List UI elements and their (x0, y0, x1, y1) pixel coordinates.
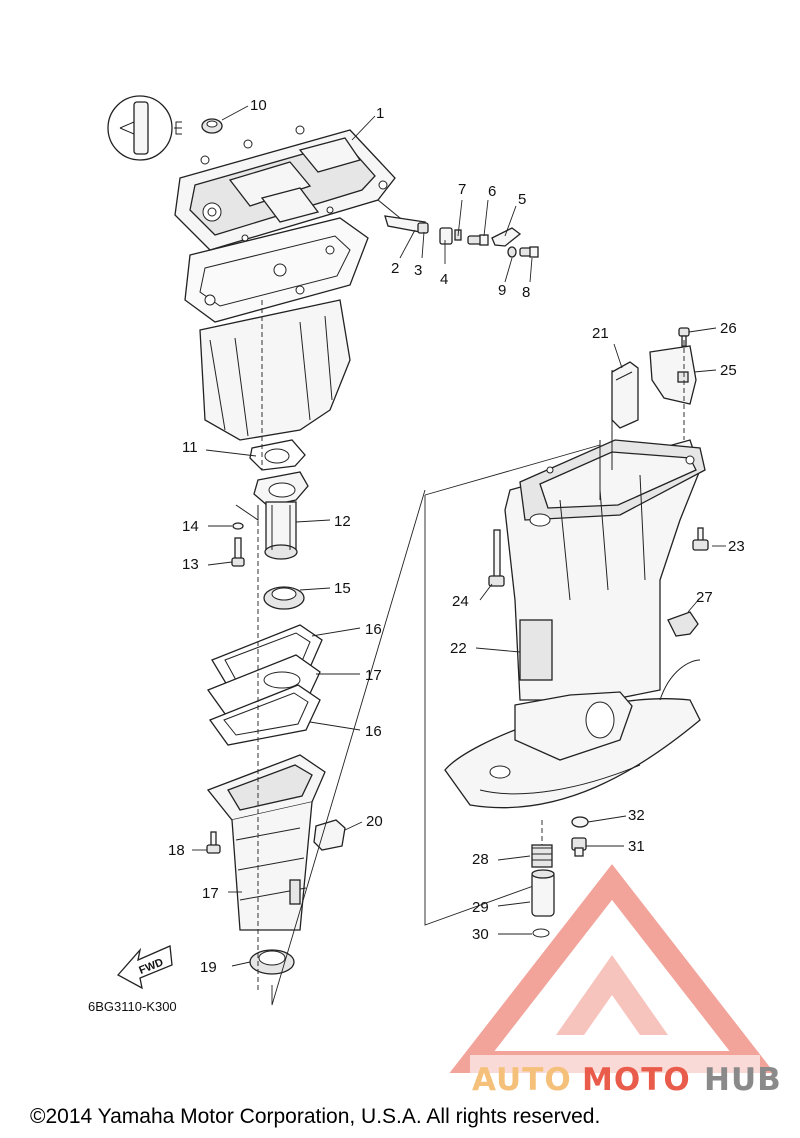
callout-3: 3 (414, 262, 422, 279)
copyright-notice: ©2014 Yamaha Motor Corporation, U.S.A. A… (30, 1105, 600, 1128)
watermark-logo: AUTO MOTO HUB (449, 864, 782, 1098)
fwd-direction-arrow: FWD (116, 945, 173, 990)
callout-17: 17 (365, 667, 382, 684)
callout-21: 20 (366, 813, 383, 830)
leader-lines (192, 105, 726, 967)
callout-4: 4 (440, 271, 448, 288)
callout-13: 13 (182, 556, 199, 573)
callout-1: 1 (376, 105, 384, 122)
small-parts-2-9 (384, 215, 539, 258)
callout-32: 31 (628, 838, 645, 855)
callout-24: 23 (728, 538, 745, 555)
callout-10: 10 (250, 97, 267, 114)
callout-23: 22 (450, 640, 467, 657)
drive-shaft-parts (531, 816, 589, 938)
callout-30: 29 (472, 899, 489, 916)
watermark-text-auto: AUTO (472, 1062, 572, 1098)
callout-27: 26 (720, 320, 737, 337)
callout-31: 30 (472, 926, 489, 943)
callout-19: 18 (168, 842, 185, 859)
callout-16-lower: 16 (365, 723, 382, 740)
assembly-centerline (257, 300, 263, 990)
callout-6: 6 (488, 183, 496, 200)
callout-11: 11 (182, 439, 198, 456)
callout-15: 15 (334, 580, 351, 597)
diagram-code: 6BG3110-K300 (88, 999, 177, 1014)
callout-25: 24 (452, 593, 469, 610)
callout-29: 28 (472, 851, 489, 868)
callout-18: 17 (202, 885, 219, 902)
callout-7: 7 (458, 181, 466, 198)
callout-2: 2 (391, 260, 399, 277)
callout-16-upper: 16 (365, 621, 382, 638)
callout-22: 21 (592, 325, 609, 342)
upper-casing (444, 439, 706, 809)
callout-14: 14 (182, 518, 199, 535)
callout-28: 27 (696, 589, 713, 606)
callout-5: 5 (518, 191, 526, 208)
upper-case-assembly (107, 95, 419, 441)
callout-12: 12 (334, 513, 351, 530)
exhaust-guide-assembly (206, 439, 346, 975)
callout-8: 8 (522, 284, 530, 301)
callout-33: 32 (628, 807, 645, 824)
callout-labels: 10 1 7 6 5 2 3 4 9 8 11 12 14 13 15 16 1… (168, 97, 745, 976)
callout-20: 19 (200, 959, 217, 976)
watermark-text-hub: HUB (704, 1062, 782, 1098)
callout-26: 25 (720, 362, 737, 379)
watermark-text-moto: MOTO (582, 1062, 691, 1098)
callout-9: 9 (498, 282, 506, 299)
